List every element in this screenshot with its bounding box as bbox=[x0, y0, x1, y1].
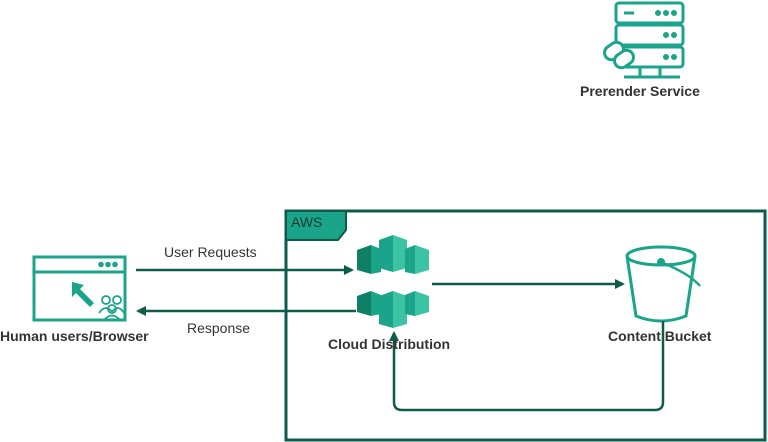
content-bucket-label: Content Bucket bbox=[608, 328, 712, 344]
cloud-distribution-label: Cloud Distribution bbox=[328, 336, 451, 352]
cloudfront-icon bbox=[357, 235, 429, 328]
response-label: Response bbox=[187, 320, 251, 336]
bucket-icon bbox=[625, 245, 701, 323]
edge-bucket-to-cloud bbox=[389, 321, 665, 412]
prerender-service-label: Prerender Service bbox=[580, 83, 700, 99]
browser-users-icon bbox=[32, 255, 127, 322]
aws-group-label: AWS bbox=[291, 214, 323, 230]
browser-label: Human users/Browser bbox=[0, 328, 149, 344]
aws-group bbox=[284, 209, 767, 442]
server-link-icon bbox=[603, 1, 685, 79]
user-requests-label: User Requests bbox=[164, 244, 257, 260]
